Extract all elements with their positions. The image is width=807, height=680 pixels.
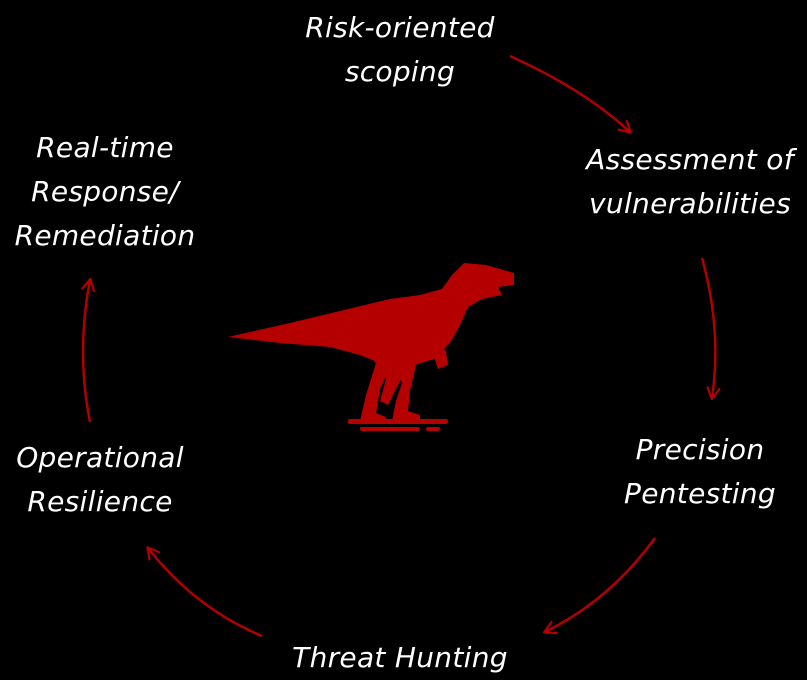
- step-label-line: Operational: [16, 441, 184, 474]
- step-label-line: Assessment of: [586, 143, 794, 176]
- step-label-line: Threat Hunting: [292, 641, 508, 674]
- step-real-time-response-remediation: Real-time Response/ Remediation: [0, 126, 210, 258]
- step-label-line: vulnerabilities: [589, 187, 791, 220]
- step-label-line: scoping: [344, 55, 456, 88]
- step-label-line: Pentesting: [624, 477, 776, 510]
- arrow-resilience-to-response: [83, 280, 90, 423]
- arrow-assessment-to-pentesting: [700, 257, 715, 398]
- step-threat-hunting: Threat Hunting: [240, 636, 560, 680]
- step-label-line: Resilience: [27, 485, 173, 518]
- step-precision-pentesting: Precision Pentesting: [580, 428, 807, 516]
- step-risk-oriented-scoping: Risk-oriented scoping: [250, 6, 550, 94]
- arrow-threat-hunting-to-resilience: [148, 548, 263, 638]
- step-label-line: Real-time: [36, 131, 174, 164]
- step-operational-resilience: Operational Resilience: [0, 436, 200, 524]
- raptor-dinosaur-icon: [228, 263, 514, 431]
- step-label-line: Precision: [635, 433, 765, 466]
- step-label-line: Remediation: [14, 219, 196, 252]
- arrow-pentesting-to-threat-hunting: [545, 537, 657, 632]
- arrow-scoping-to-assessment: [509, 54, 630, 132]
- step-label-line: Response/: [31, 175, 179, 208]
- step-label-line: Risk-oriented: [305, 11, 495, 44]
- step-assessment-of-vulnerabilities: Assessment of vulnerabilities: [560, 138, 807, 226]
